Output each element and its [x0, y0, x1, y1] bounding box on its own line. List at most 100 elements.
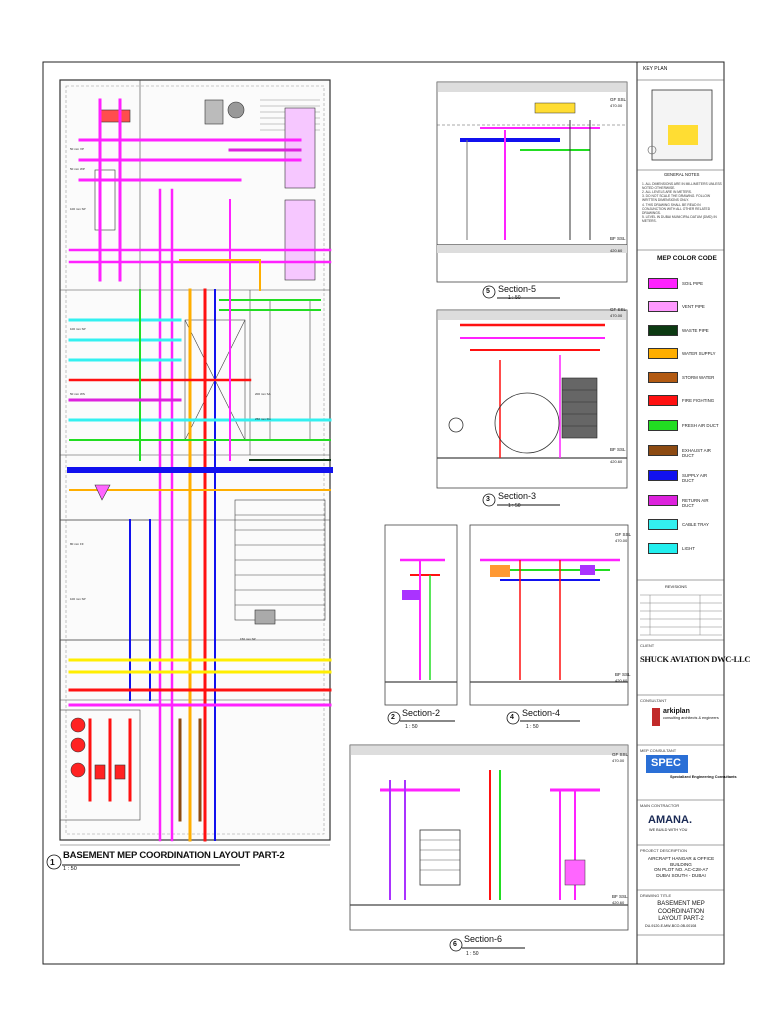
- legend-row-supply-air-duct: SUPPLY AIR DUCT: [646, 468, 720, 484]
- section-5-view: [436, 81, 628, 283]
- s5-gf-value: 470.00: [610, 103, 623, 108]
- s5-bf-value: 420.60: [610, 248, 623, 253]
- mep-color-code-heading: MEP COLOR CODE: [657, 255, 717, 262]
- note-3: 3. DO NOT SCALE THE DRAWING. FOLLOW WRIT…: [642, 194, 711, 203]
- architect-name: arkiplan: [663, 708, 690, 715]
- legend-swatch: [648, 543, 678, 554]
- section-2-title: Section-2: [402, 708, 441, 718]
- section-5-scale: 1 : 50: [508, 295, 521, 301]
- project-line-2: ON PLOT NO. AC-C28-A7: [653, 867, 709, 873]
- legend-row-fresh-air-duct: FRESH AIR DUCT: [646, 418, 720, 434]
- s5-gf-level: GF SSL: [610, 97, 627, 102]
- project-line-1: AIRCRAFT HANGAR & OFFICE BUILDING: [647, 856, 715, 867]
- drawing-title-line-2: LAYOUT PART-2: [658, 916, 704, 922]
- s4-bf-value: 420.60: [615, 678, 628, 683]
- section-4-scale: 1 : 50: [526, 724, 539, 730]
- project-line-3: DUBAI SOUTH - DUBAI: [656, 873, 706, 879]
- s3-bf-level: BF SSL: [610, 447, 626, 452]
- s3-bf-value: 420.60: [610, 459, 623, 464]
- svg-text:100 mm SP: 100 mm SP: [70, 327, 86, 331]
- legend-row-fire-fighting: FIRE FIGHTING: [646, 393, 720, 409]
- legend-row-storm-water: STORM WATER: [646, 370, 720, 386]
- legend-swatch: [648, 470, 678, 481]
- main-plan-title: BASEMENT MEP COORDINATION LAYOUT PART-2: [63, 850, 285, 861]
- section-6-scale: 1 : 50: [466, 951, 479, 957]
- client-label: CLIENT: [640, 643, 655, 648]
- s3-gf-value: 470.00: [610, 313, 623, 318]
- main-plan-number: 1: [50, 857, 55, 867]
- legend-label: WASTE PIPE: [682, 328, 709, 333]
- legend-swatch: [648, 420, 678, 431]
- drawing-title: BASEMENT MEP COORDINATION LAYOUT PART-2: [640, 901, 722, 924]
- main-plan-scale: 1 : 50: [63, 866, 77, 872]
- s4-gf-level: GF SSL: [615, 532, 632, 537]
- svg-text:80 mm FF: 80 mm FF: [70, 542, 84, 546]
- legend-swatch: [648, 301, 678, 312]
- project-label: PROJECT DESCRIPTION: [640, 848, 688, 853]
- legend-row-soil-pipe: SOIL PIPE: [646, 276, 720, 292]
- note-1: 1. ALL DIMENSIONS ARE IN MILLIMETERS UNL…: [642, 182, 722, 191]
- legend-label: FRESH AIR DUCT: [682, 423, 719, 428]
- spec-logo-block: [646, 755, 688, 773]
- basement-plan: 50 mm VP 50 mm WP 100 mm SP 100 mm SP 50 m…: [59, 79, 333, 846]
- legend-row-waste-pipe: WASTE PIPE: [646, 323, 720, 339]
- legend-label: FIRE FIGHTING: [682, 398, 715, 403]
- svg-text:50 mm VP: 50 mm VP: [70, 147, 84, 151]
- svg-text:250 mm RA: 250 mm RA: [255, 417, 271, 421]
- arkiplan-logo-mark: [652, 708, 660, 726]
- note-4: 4. THIS DRAWING SHALL BE READ IN CONJUNC…: [642, 202, 711, 215]
- section-3-view: [436, 309, 628, 489]
- section-3-title: Section-3: [498, 491, 537, 501]
- legend-row-exhaust-air-duct: EXHAUST AIR DUCT: [646, 443, 720, 459]
- note-5: 5. LEVEL IN DUBAI MUNICIPAL DATUM (DMD) …: [642, 214, 717, 223]
- legend-swatch: [648, 325, 678, 336]
- svg-text:100 mm SP: 100 mm SP: [70, 597, 86, 601]
- legend-label: EXHAUST AIR DUCT: [682, 448, 711, 458]
- svg-text:50 mm WS: 50 mm WS: [70, 392, 85, 396]
- legend-swatch: [648, 445, 678, 456]
- legend-row-water-supply: WATER SUPPLY: [646, 346, 720, 362]
- mep-consultant-label: MEP CONSULTANT: [640, 748, 677, 753]
- legend-row-cable-tray: CABLE TRAY: [646, 517, 720, 533]
- legend-label: SOIL PIPE: [682, 281, 704, 286]
- s6-bf-value: 420.60: [612, 900, 625, 905]
- s6-gf-level: GF SSL: [612, 752, 629, 757]
- contractor-label: MAIN CONTRACTOR: [640, 803, 680, 808]
- key-plan-thumbnail: [647, 89, 713, 161]
- s6-bf-level: BF SSL: [612, 894, 628, 899]
- contractor-name: AMANA.: [648, 814, 692, 826]
- section-6-title: Section-6: [464, 934, 503, 944]
- legend-label: RETURN AIR DUCT: [682, 498, 709, 508]
- legend-label: STORM WATER: [682, 375, 715, 380]
- section-3-number: 3: [486, 496, 490, 503]
- svg-text:100 mm SP: 100 mm SP: [70, 207, 86, 211]
- project-description: AIRCRAFT HANGAR & OFFICE BUILDING ON PLO…: [640, 856, 722, 879]
- section-4-title: Section-4: [522, 708, 561, 718]
- legend-label: CABLE TRAY: [682, 522, 709, 527]
- client-name: SHUCK AVIATION DWC-LLC: [640, 654, 751, 664]
- consultant-label: CONSULTANT: [640, 698, 667, 703]
- section-2-number: 2: [391, 714, 395, 721]
- svg-text:200 mm SA: 200 mm SA: [255, 392, 271, 396]
- legend-label: LIGHT: [682, 546, 695, 551]
- legend-label: VENT PIPE: [682, 304, 705, 309]
- legend-swatch: [648, 395, 678, 406]
- general-notes-heading: GENERAL NOTES: [664, 172, 700, 177]
- revisions-heading: REVISIONS: [665, 584, 687, 589]
- legend-swatch: [648, 495, 678, 506]
- section-5-number: 5: [486, 288, 490, 295]
- section-4-view: [469, 524, 629, 706]
- legend-swatch: [648, 278, 678, 289]
- svg-text:50 mm WP: 50 mm WP: [70, 167, 85, 171]
- drawing-number: DU-9120-E-MW-BCO-0B-00108: [645, 924, 697, 928]
- s3-gf-level: GF SSL: [610, 307, 627, 312]
- section-2-scale: 1 : 50: [405, 724, 418, 730]
- spec-subtitle: Specialized Engineering Consultants: [670, 775, 737, 779]
- sheet-border: [42, 61, 725, 965]
- general-notes-list: 1. ALL DIMENSIONS ARE IN MILLIMETERS UNL…: [642, 182, 722, 223]
- legend-swatch: [648, 519, 678, 530]
- section-2-view: [384, 524, 458, 706]
- section-3-scale: 1 : 50: [508, 503, 521, 509]
- svg-text:150 mm SP: 150 mm SP: [240, 637, 256, 641]
